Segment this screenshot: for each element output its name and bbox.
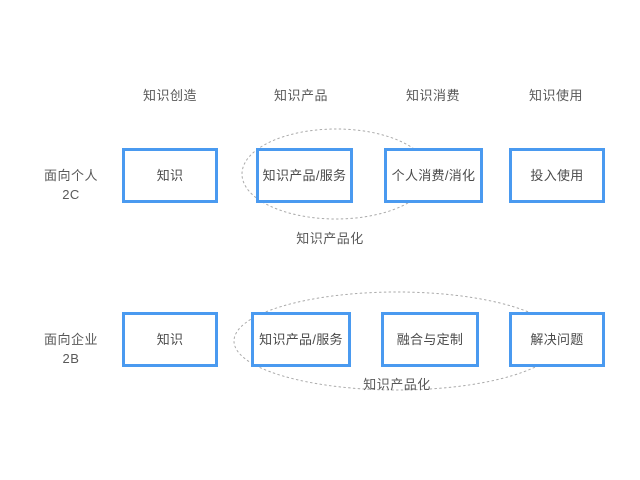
column-header-knowledge-creation: 知识创造 xyxy=(110,88,230,104)
column-header-label: 知识消费 xyxy=(405,88,460,103)
column-header-knowledge-product: 知识产品 xyxy=(241,88,361,104)
node-box-2b-solve-problem[interactable]: 解决问题 xyxy=(509,312,605,367)
node-box-label: 解决问题 xyxy=(530,331,584,347)
column-header-knowledge-use: 知识使用 xyxy=(496,88,616,104)
node-box-label: 知识产品/服务 xyxy=(259,331,343,347)
ellipse-caption-label: 知识产品化 xyxy=(296,231,364,246)
node-box-2c-personal-consumption[interactable]: 个人消费/消化 xyxy=(384,148,483,203)
node-box-2b-integration-customization[interactable]: 融合与定制 xyxy=(381,312,479,367)
column-header-knowledge-consumption: 知识消费 xyxy=(373,88,493,104)
row-label-line2: 2C xyxy=(62,187,80,202)
row-label-2c: 面向个人 2C xyxy=(11,166,131,204)
node-box-label: 知识产品/服务 xyxy=(262,167,347,183)
node-box-label: 知识 xyxy=(156,167,184,183)
node-box-label: 投入使用 xyxy=(530,167,584,183)
column-header-label: 知识产品 xyxy=(273,88,328,103)
node-box-label: 知识 xyxy=(156,331,184,347)
node-box-2b-knowledge[interactable]: 知识 xyxy=(122,312,218,367)
node-box-label: 个人消费/消化 xyxy=(391,167,476,183)
ellipse-caption-2c: 知识产品化 xyxy=(255,231,405,247)
column-header-label: 知识使用 xyxy=(528,88,583,103)
node-box-2c-knowledge[interactable]: 知识 xyxy=(122,148,218,203)
row-label-line1: 面向企业 xyxy=(43,332,98,347)
ellipse-caption-label: 知识产品化 xyxy=(363,377,431,392)
row-label-line2: 2B xyxy=(62,351,80,366)
node-box-2c-knowledge-product-service[interactable]: 知识产品/服务 xyxy=(256,148,353,203)
ellipse-caption-2b: 知识产品化 xyxy=(322,377,472,393)
node-box-2b-knowledge-product-service[interactable]: 知识产品/服务 xyxy=(251,312,351,367)
node-box-2c-put-into-use[interactable]: 投入使用 xyxy=(509,148,605,203)
column-header-label: 知识创造 xyxy=(142,88,197,103)
row-label-2b: 面向企业 2B xyxy=(11,330,131,368)
row-label-line1: 面向个人 xyxy=(43,168,98,183)
node-box-label: 融合与定制 xyxy=(396,331,464,347)
